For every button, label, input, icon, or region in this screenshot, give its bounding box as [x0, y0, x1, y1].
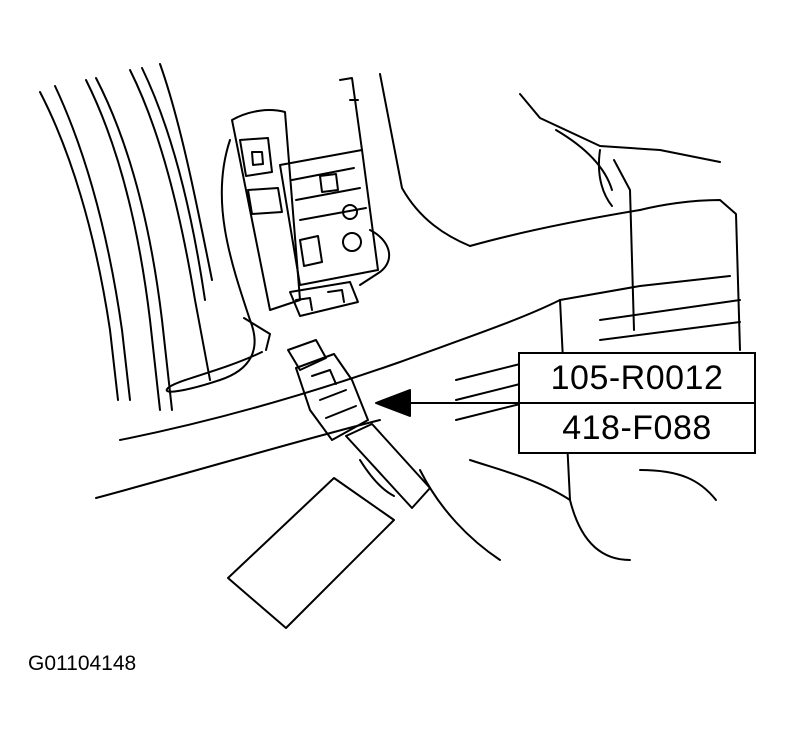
callout-leader — [375, 389, 519, 417]
retractor-assembly — [231, 77, 391, 317]
trim-panel — [227, 477, 395, 629]
special-tool — [287, 339, 431, 509]
tool-callout: 105-R0012 418-F088 — [518, 352, 756, 454]
tool-number-primary: 105-R0012 — [550, 358, 724, 397]
figure-id: G01104148 — [28, 652, 137, 675]
interior-body-panels — [379, 73, 741, 351]
tool-number-secondary: 418-F088 — [520, 402, 754, 452]
pillar-outline — [39, 63, 213, 411]
wire-harness — [165, 139, 271, 393]
